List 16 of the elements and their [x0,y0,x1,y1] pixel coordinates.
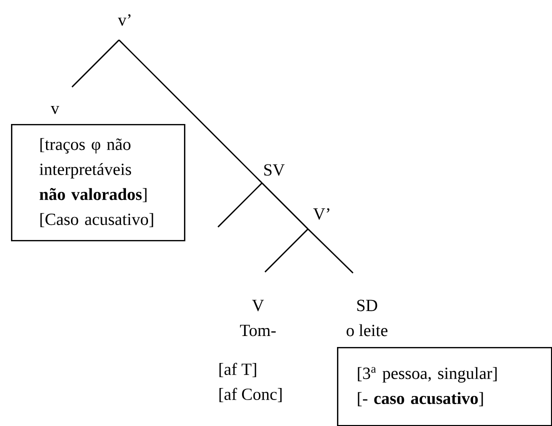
tree-branch [72,40,120,88]
node-label: v [50,106,60,114]
feature-box: [traços φ não interpretáveis não valorados] [Caso acusativo] [11,124,186,242]
node-label: SV [264,164,285,176]
feature-box: [3$^{a}$ pessoa, singular] [- caso acusativo] [337,346,552,426]
tree-branch [262,182,308,230]
node-label: v’ [118,14,130,26]
feature-label: [af T] [219,362,256,378]
node-label: SD o leite [346,300,388,336]
tree-branch [308,228,354,274]
node-label: V’ [313,208,330,220]
node-label: V Tom- [240,300,276,336]
feature-label: [af Conc] [219,388,282,402]
tree-branch [218,182,262,228]
tree-branch [118,40,262,184]
tree-branch [264,228,308,272]
